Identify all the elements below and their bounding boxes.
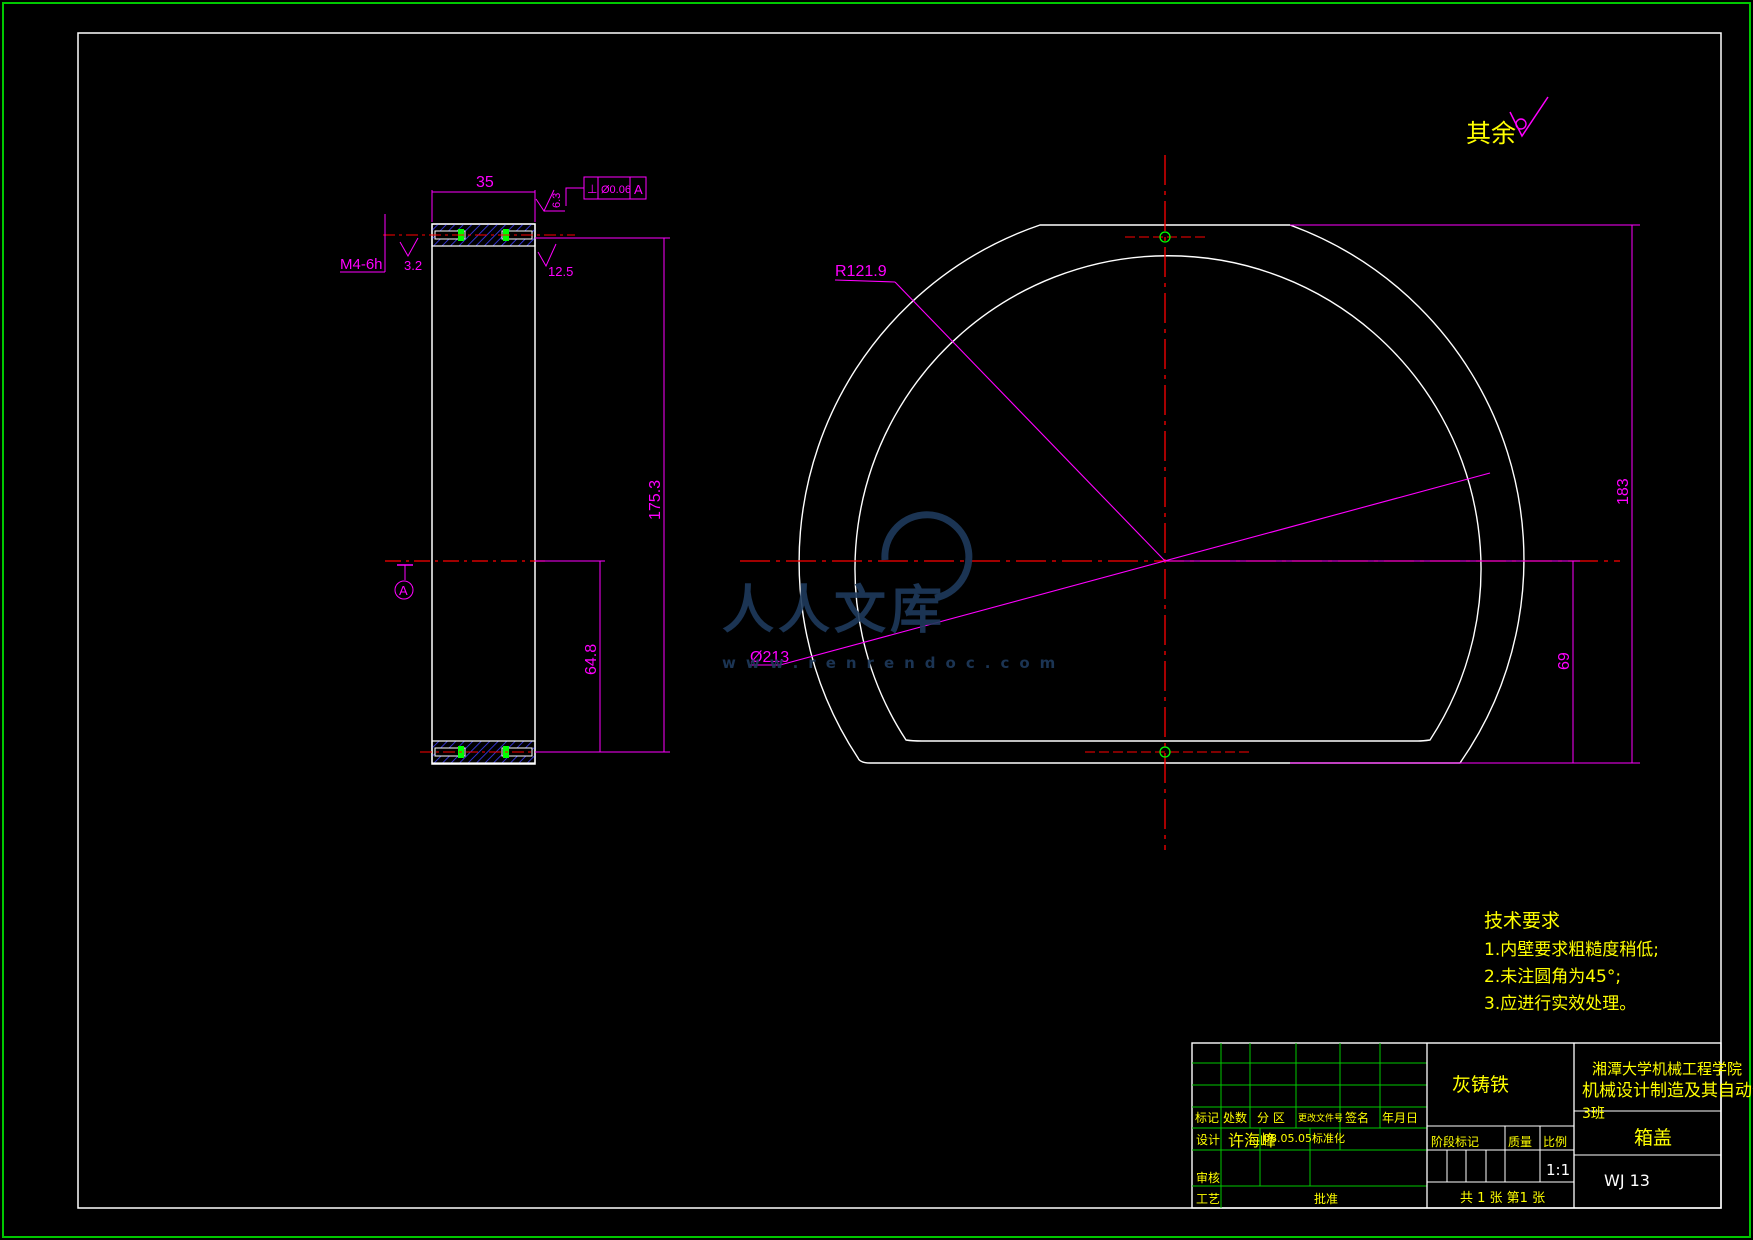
class-name: 3班 bbox=[1582, 1106, 1605, 1122]
front-view: R121.9 Ø213 183 69 bbox=[740, 155, 1640, 850]
radius-dimension: R121.9 bbox=[835, 263, 887, 280]
svg-text:⊥: ⊥ bbox=[587, 182, 597, 196]
inner-border bbox=[77, 32, 1722, 1209]
thread-callout: M4-6h bbox=[340, 256, 383, 273]
half-height-dimension: 64.8 bbox=[583, 644, 600, 675]
surface-finish-note: 其余 bbox=[1466, 96, 1549, 148]
tech-req-item: 2.未注圆角为45°; bbox=[1484, 967, 1621, 987]
svg-text:A: A bbox=[634, 182, 643, 197]
svg-text:设计: 设计 bbox=[1196, 1133, 1220, 1147]
watermark-url: www.renrendoc.com bbox=[722, 654, 1065, 672]
width-dimension: 35 bbox=[476, 174, 494, 191]
bolt-hole-bottom bbox=[1159, 746, 1171, 758]
svg-text:签名: 签名 bbox=[1345, 1110, 1369, 1125]
svg-text:标准化: 标准化 bbox=[1312, 1131, 1345, 1145]
scale-value: 1:1 bbox=[1546, 1161, 1570, 1179]
svg-text:处数: 处数 bbox=[1223, 1110, 1247, 1125]
watermark: 人人文库 www.renrendoc.com bbox=[722, 511, 1065, 672]
svg-text:审核: 审核 bbox=[1196, 1170, 1220, 1185]
overall-height-dimension: 183 bbox=[1615, 478, 1632, 505]
svg-text:标记: 标记 bbox=[1195, 1111, 1219, 1125]
title-block: 标记 处数 分 区 更改文件号 签名 年月日 设计 许海峰 08.05.05 标… bbox=[1191, 1042, 1753, 1209]
tech-requirements: 技术要求 1.内壁要求粗糙度稍低; 2.未注圆角为45°; 3.应进行实效处理。 bbox=[1484, 910, 1659, 1014]
svg-text:Ø0.06: Ø0.06 bbox=[601, 184, 631, 196]
tech-req-item: 1.内壁要求粗糙度稍低; bbox=[1484, 940, 1659, 960]
bolt-hole-top bbox=[1159, 231, 1171, 243]
inner-contour bbox=[854, 255, 1482, 742]
surface-finish-label: 其余 bbox=[1466, 119, 1516, 148]
watermark-text: 人人文库 bbox=[722, 581, 946, 641]
svg-text:更改文件号: 更改文件号 bbox=[1298, 1112, 1343, 1124]
tech-req-item: 3.应进行实效处理。 bbox=[1484, 994, 1636, 1014]
svg-text:年月日: 年月日 bbox=[1382, 1111, 1418, 1125]
watermark-logo-icon bbox=[881, 511, 973, 602]
svg-text:阶段标记: 阶段标记 bbox=[1431, 1134, 1479, 1149]
sheet-count: 共 1 张 第1 张 bbox=[1460, 1191, 1545, 1206]
major-name: 机械设计制造及其自动化 bbox=[1582, 1081, 1753, 1101]
offset-dimension: 69 bbox=[1556, 652, 1573, 670]
material: 灰铸铁 bbox=[1452, 1074, 1509, 1096]
svg-text:3.2: 3.2 bbox=[404, 258, 422, 273]
height-dimension: 175.3 bbox=[647, 480, 664, 520]
designer-name: 许海峰 bbox=[1228, 1131, 1276, 1150]
svg-text:比例: 比例 bbox=[1543, 1135, 1567, 1149]
svg-text:工艺: 工艺 bbox=[1196, 1192, 1220, 1206]
datum-label: A bbox=[399, 583, 408, 598]
roughness-symbol-icon bbox=[1509, 96, 1549, 138]
diameter-dimension: Ø213 bbox=[750, 649, 789, 666]
side-view: 35 ⊥ Ø0.06 A 6.3 M4-6h 3.2 12.5 175.3 bbox=[340, 174, 670, 765]
svg-text:08.05.05: 08.05.05 bbox=[1263, 1132, 1312, 1145]
tech-req-title: 技术要求 bbox=[1484, 910, 1560, 932]
outer-contour bbox=[798, 224, 1525, 764]
svg-text:质量: 质量 bbox=[1508, 1135, 1532, 1149]
side-body-outline bbox=[431, 223, 536, 765]
svg-text:6.3: 6.3 bbox=[551, 193, 563, 208]
tolerance-frame: ⊥ Ø0.06 A bbox=[565, 176, 647, 206]
part-name: 箱盖 bbox=[1634, 1127, 1672, 1149]
svg-text:批准: 批准 bbox=[1314, 1191, 1338, 1206]
svg-text:分 区: 分 区 bbox=[1257, 1111, 1285, 1125]
school-name: 湘潭大学机械工程学院 bbox=[1592, 1060, 1742, 1078]
svg-text:12.5: 12.5 bbox=[548, 264, 573, 279]
drawing-number: WJ 13 bbox=[1604, 1171, 1650, 1190]
